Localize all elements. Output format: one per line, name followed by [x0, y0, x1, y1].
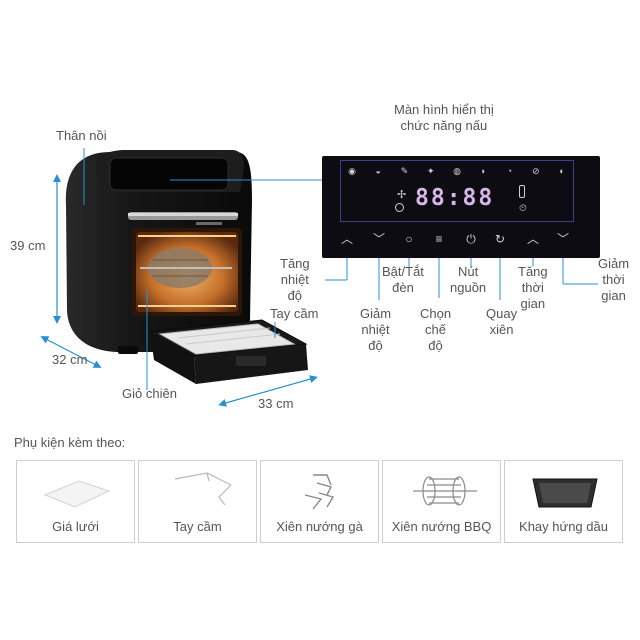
- label-power: Nút nguồn: [450, 264, 487, 295]
- control-panel: ◉ ◒ ✎ ✦ ◍ ◗ ◔ ⊘ ◐ ✢ 88:88 ⏲ ︿ ﹀ ○ ≡ ⏻ ↻ …: [322, 156, 600, 258]
- time-up-button[interactable]: ︿: [526, 232, 539, 246]
- accessory-label: Giá lưới: [52, 519, 99, 534]
- label-time-down: Giảm thời gian: [598, 256, 630, 303]
- rack-icon: [43, 480, 111, 508]
- accessory-drip-tray: Khay hứng dầu: [504, 460, 623, 543]
- drip-tray-icon: [532, 478, 598, 508]
- accessories-title: Phụ kiện kèm theo:: [14, 435, 126, 450]
- leader-lines: [83, 148, 598, 390]
- dimension-depth: 32 cm: [52, 352, 88, 367]
- sausage-icon: ⊘: [531, 166, 540, 176]
- fish-icon: ◒: [375, 166, 381, 176]
- clock-icon: [395, 203, 404, 212]
- air-fryer-illustration: [65, 150, 308, 384]
- thermometer-icon: [519, 185, 525, 198]
- dehydrate-icon: ◐: [559, 166, 565, 176]
- label-body: Thân nồi: [56, 128, 107, 143]
- label-temp-down: Giảm nhiệt độ: [360, 306, 392, 353]
- fan-icon: ✢: [397, 189, 407, 201]
- time-down-button[interactable]: ﹀: [556, 232, 569, 246]
- cake-icon: ◔: [506, 166, 513, 176]
- accessory-label: Xiên nướng gà: [276, 519, 363, 534]
- display-screen: ◉ ◒ ✎ ✦ ◍ ◗ ◔ ⊘ ◐ ✢ 88:88 ⏲: [340, 160, 574, 222]
- time-display: 88:88: [415, 185, 495, 211]
- function-icon-row: ◉ ◒ ✎ ✦ ◍ ◗ ◔ ⊘ ◐: [347, 166, 567, 176]
- temp-up-button[interactable]: ︿: [340, 232, 353, 246]
- accessory-label: Xiên nướng BBQ: [391, 519, 492, 534]
- temp-down-button[interactable]: ﹀: [372, 232, 385, 246]
- mode-select-button[interactable]: ≡: [435, 232, 443, 246]
- steak-icon: ◍: [453, 166, 461, 176]
- chicken-skewer-icon: [304, 474, 335, 510]
- dimension-height: 39 cm: [10, 238, 46, 253]
- label-time-up: Tăng thời gian: [518, 264, 548, 311]
- label-temp-up: Tăng nhiệt độ: [280, 256, 310, 303]
- bbq-skewer-icon: [413, 476, 477, 506]
- accessory-rack: Giá lưới: [16, 460, 135, 543]
- accessory-label: Khay hứng dầu: [519, 519, 608, 534]
- handle-icon: [174, 472, 232, 506]
- accessory-chicken-skewer: Xiên nướng gà: [260, 460, 379, 543]
- power-button[interactable]: ⏻: [466, 232, 476, 246]
- label-basket: Giỏ chiên: [122, 386, 177, 401]
- product-diagram: [40, 148, 598, 407]
- accessory-label: Tay cầm: [173, 519, 222, 534]
- dimension-arrows: [40, 174, 318, 407]
- light-toggle-button[interactable]: ○: [405, 232, 413, 246]
- rotate-skewer-button[interactable]: ↻: [494, 232, 506, 246]
- shrimp-icon: ◗: [480, 166, 486, 176]
- chicken-icon: ◉: [348, 166, 356, 176]
- label-light-toggle: Bật/Tắt đèn: [382, 264, 424, 295]
- label-handle: Tay cầm: [270, 306, 319, 321]
- accessory-handle: Tay cầm: [138, 460, 257, 543]
- accessory-bbq-skewer: Xiên nướng BBQ: [382, 460, 501, 543]
- timer-icon: ⏲: [519, 203, 527, 214]
- label-mode-select: Chọn chế độ: [420, 306, 452, 353]
- skewer-icon: ✎: [400, 166, 409, 176]
- dimension-width: 33 cm: [258, 396, 294, 411]
- label-rotate-skewer: Quay xiên: [486, 306, 518, 337]
- fries-icon: ✦: [426, 166, 435, 176]
- label-display: Màn hình hiển thị chức năng nấu: [394, 102, 494, 133]
